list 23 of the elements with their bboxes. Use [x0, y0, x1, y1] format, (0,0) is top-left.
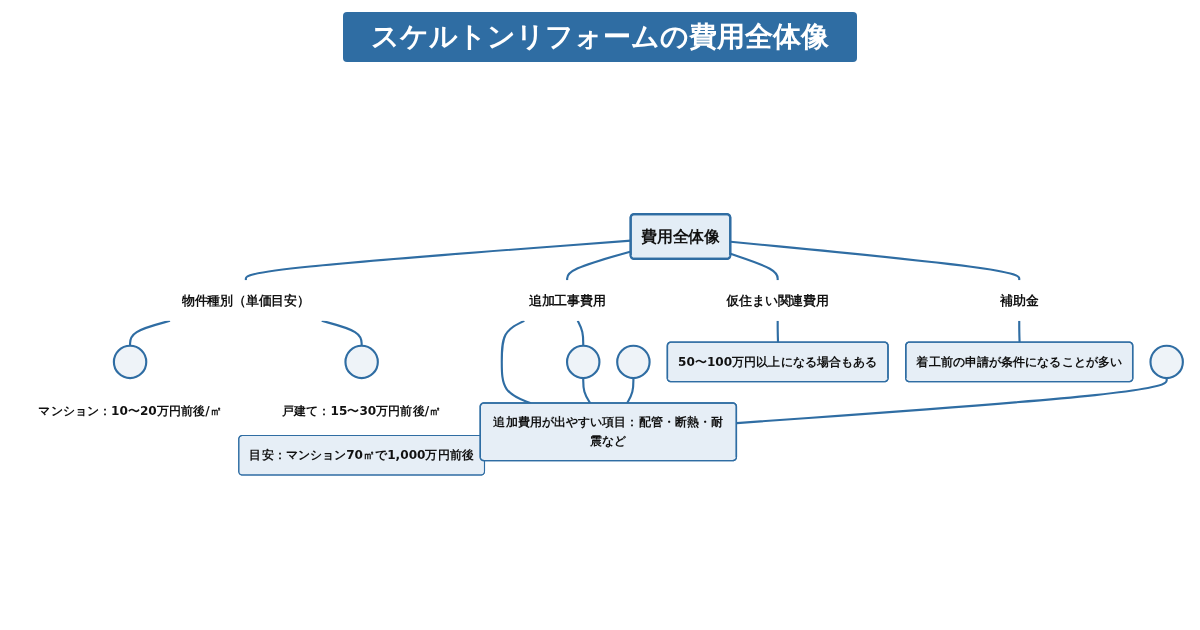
- connector: [1018, 320, 1021, 343]
- mind-map-diagram: 費用全体像 物件種別（単価目安） マンション：10〜20万円前後/㎡ 戸建て：15〜30万円前後/㎡ 目安：マンション70㎡で1,000万円前後 追加工事費用 追加費用が出やすい項目：配管・断熱・耐震など 仮住まい関連費用 50〜100万円以上になる場合もある 補助金 着工前の申請が条件になることが多い: [10, 206, 1190, 490]
- node-circle: [1149, 344, 1184, 379]
- connector: [626, 377, 635, 404]
- node-label: マンション：10〜20万円前後/㎡: [38, 403, 222, 418]
- node-circle: [344, 344, 379, 379]
- connector: [776, 320, 780, 343]
- node-label: 戸建て：15〜30万円前後/㎡: [282, 403, 442, 418]
- node-circle: [616, 344, 651, 379]
- node-text: 仮住まい関連費用: [726, 292, 829, 308]
- connector: [576, 320, 585, 346]
- node-circle: [112, 344, 148, 379]
- connector: [730, 240, 1021, 281]
- title-banner: スケルトンリフォームの費用全体像: [343, 12, 857, 62]
- node-circle: [565, 344, 601, 379]
- node-text: 補助金: [1000, 292, 1039, 308]
- connector: [582, 377, 592, 404]
- connector: [129, 319, 171, 346]
- connector: [730, 252, 779, 281]
- connector: [736, 377, 1168, 424]
- node-text: 物件種別（単価目安）: [181, 292, 310, 308]
- connector: [321, 319, 363, 346]
- node-text: 追加工事費用: [528, 292, 606, 308]
